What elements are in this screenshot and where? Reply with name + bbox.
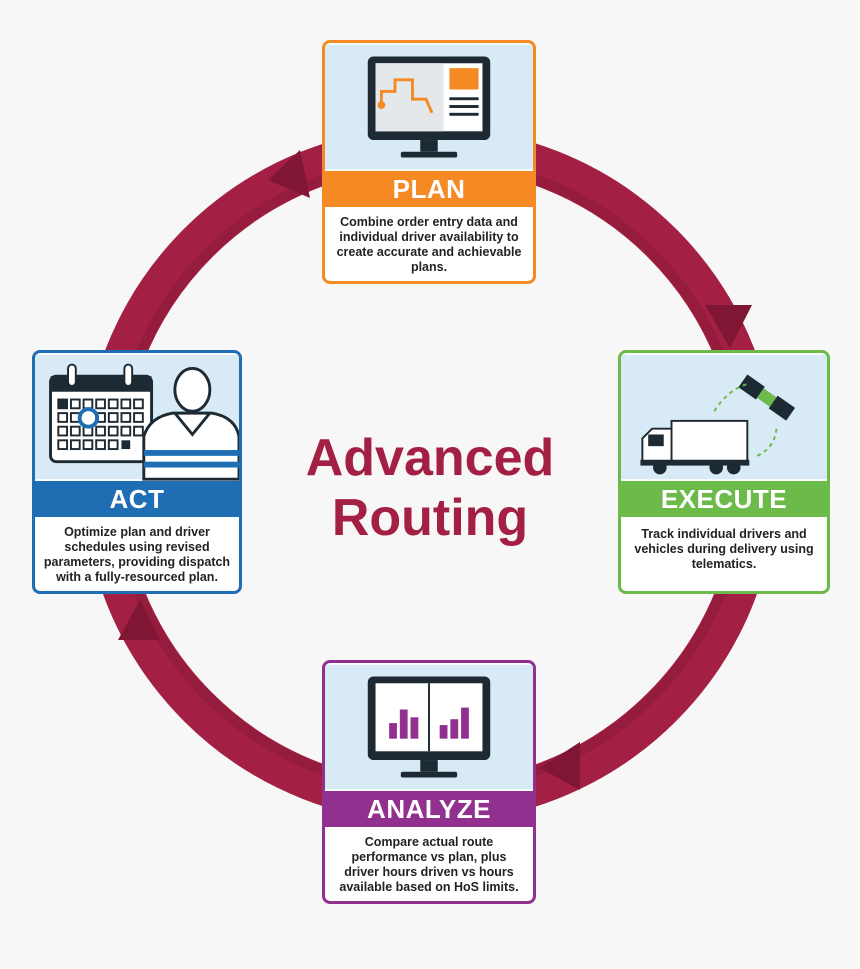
plan-description: Combine order entry data and individual … bbox=[336, 215, 522, 274]
act-label-band: ACT bbox=[35, 481, 239, 517]
arrowhead-act-to-plan bbox=[268, 150, 310, 198]
execute-card: EXECUTE Track individual drivers and veh… bbox=[618, 350, 830, 594]
plan-card: PLAN Combine order entry data and indivi… bbox=[322, 40, 536, 284]
execute-description: Track individual drivers and vehicles du… bbox=[634, 527, 814, 571]
arrowhead-execute-to-analyze bbox=[540, 742, 580, 790]
analyze-label: ANALYZE bbox=[367, 794, 491, 824]
analyze-card: ANALYZE Compare actual route performance… bbox=[322, 660, 536, 904]
act-description: Optimize plan and driver schedules using… bbox=[43, 525, 231, 584]
analyze-art bbox=[325, 663, 533, 791]
truck-satellite-icon bbox=[621, 354, 827, 480]
monitor-bar-chart-icon bbox=[325, 664, 533, 790]
plan-label: PLAN bbox=[392, 174, 466, 204]
center-title-line2: Routing bbox=[331, 489, 529, 547]
act-art bbox=[35, 353, 239, 481]
execute-art bbox=[621, 353, 827, 481]
calendar-driver-icon bbox=[35, 354, 239, 481]
arrowhead-plan-to-execute bbox=[705, 305, 752, 348]
act-label: ACT bbox=[109, 484, 165, 514]
analyze-label-band: ANALYZE bbox=[325, 791, 533, 827]
execute-label-band: EXECUTE bbox=[621, 481, 827, 517]
analyze-description: Compare actual route performance vs plan… bbox=[339, 835, 519, 894]
monitor-route-map-icon bbox=[325, 44, 533, 170]
arrowhead-analyze-to-act bbox=[118, 600, 160, 640]
plan-label-band: PLAN bbox=[325, 171, 533, 207]
plan-art bbox=[325, 43, 533, 171]
execute-label: EXECUTE bbox=[660, 484, 788, 514]
center-title-line1: Advanced bbox=[305, 429, 555, 487]
act-card: ACT Optimize plan and driver schedules u… bbox=[32, 350, 242, 594]
center-title: Advanced Routing bbox=[280, 428, 580, 548]
